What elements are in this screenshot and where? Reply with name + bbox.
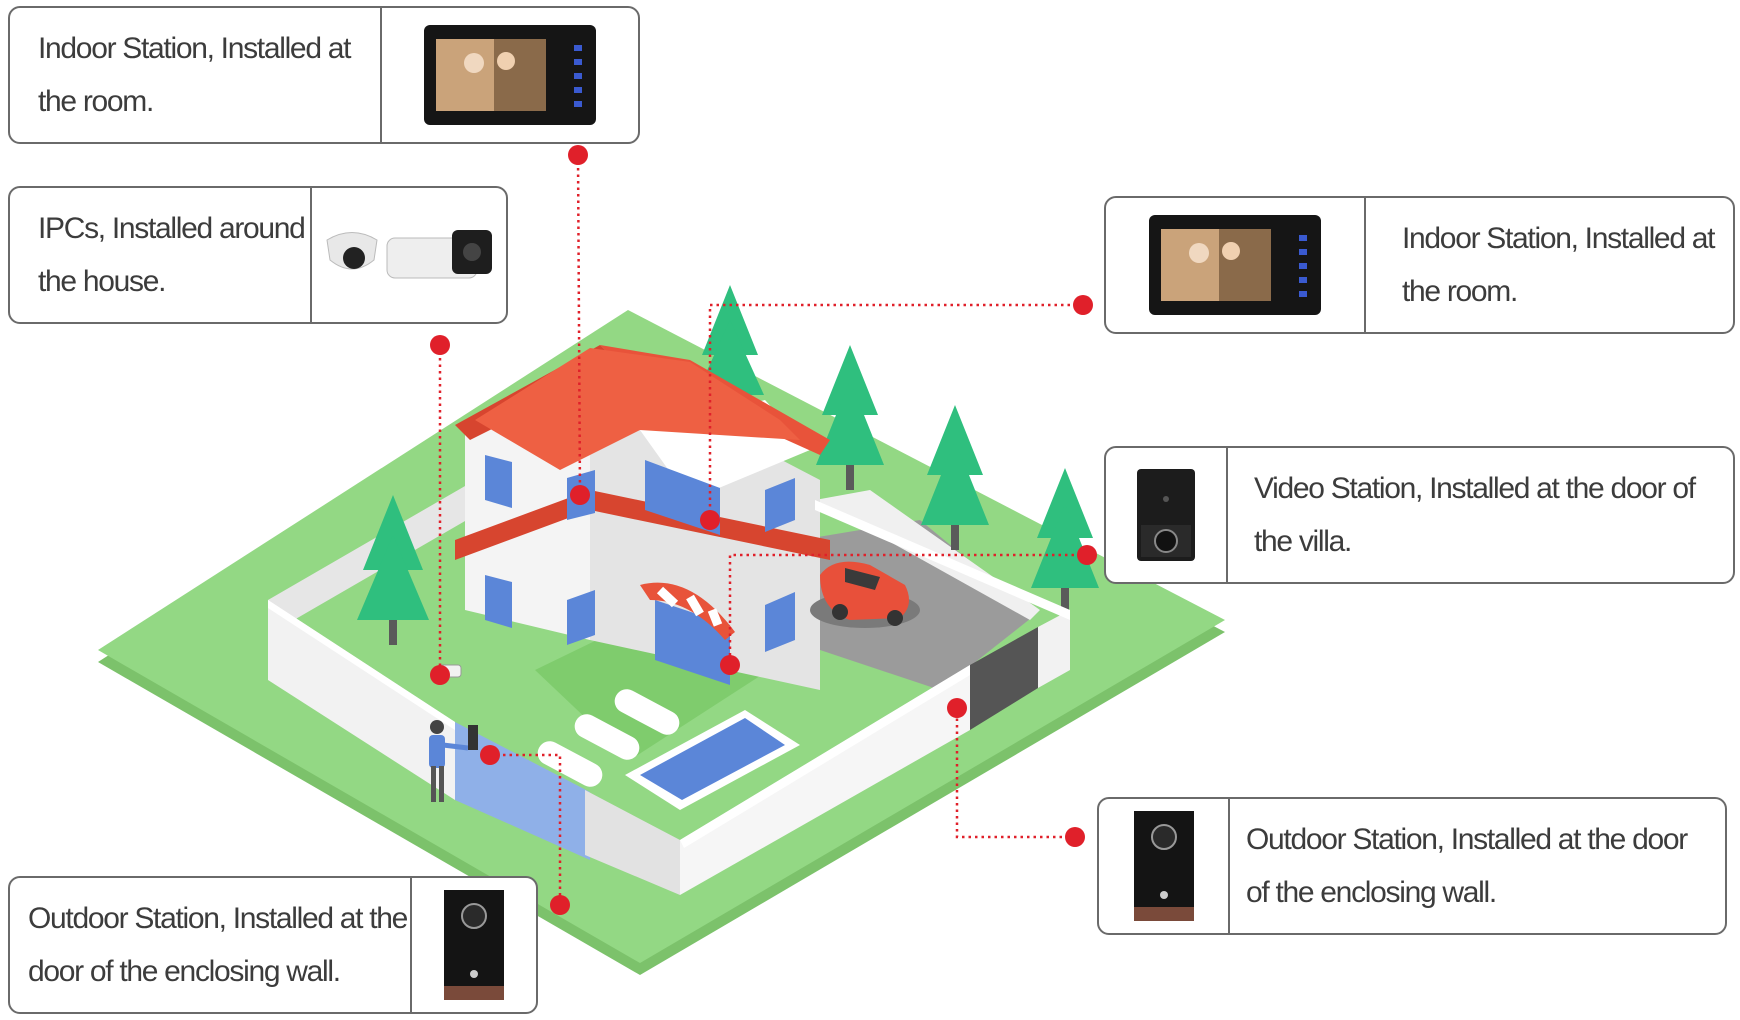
divider xyxy=(1228,799,1230,933)
callout-text: Indoor Station, Installed at the room. xyxy=(38,32,351,118)
callout-outdoor-station-right: Outdoor Station, Installed at the door o… xyxy=(1097,797,1727,935)
tree-icon xyxy=(357,285,1099,645)
callout-text: Outdoor Station, Installed at the door o… xyxy=(28,902,408,988)
divider xyxy=(380,8,382,142)
indoor-monitor-icon xyxy=(1106,198,1364,332)
indoor-monitor-icon xyxy=(382,8,638,142)
awning xyxy=(640,582,735,640)
callout-ipc: IPCs, Installed around the house. xyxy=(8,186,508,324)
divider xyxy=(1364,198,1366,332)
connector-dots xyxy=(430,145,1097,915)
dome-camera-icon xyxy=(325,232,378,270)
divider xyxy=(410,878,412,1012)
outdoor-panel-icon xyxy=(412,878,536,1012)
person-icon xyxy=(429,720,469,802)
callout-indoor-station-right: Indoor Station, Installed at the room. xyxy=(1104,196,1735,334)
divider xyxy=(310,188,312,322)
video-doorbell-icon xyxy=(1106,448,1226,582)
divider xyxy=(1226,448,1228,582)
callout-text: IPCs, Installed around the house. xyxy=(38,212,306,298)
callout-text: Outdoor Station, Installed at the door o… xyxy=(1246,823,1688,909)
callout-text: Indoor Station, Installed at the room. xyxy=(1402,222,1715,308)
door-panel xyxy=(468,725,478,750)
callout-video-station: Video Station, Installed at the door of … xyxy=(1104,446,1735,584)
enclosing-wall xyxy=(268,500,1070,895)
car-icon xyxy=(810,561,920,628)
callout-text: Video Station, Installed at the door of … xyxy=(1254,472,1696,558)
connector-lines xyxy=(438,154,1087,905)
stepping-stones xyxy=(537,689,680,787)
house xyxy=(455,345,830,690)
bullet-camera-icon xyxy=(386,230,492,279)
callout-indoor-station-top-left: Indoor Station, Installed at the room. xyxy=(8,6,640,144)
ipc-cameras xyxy=(312,188,506,322)
outdoor-panel-icon xyxy=(1099,799,1228,933)
callout-outdoor-station-bottom-left: Outdoor Station, Installed at the door o… xyxy=(8,876,538,1014)
pool xyxy=(625,710,800,810)
